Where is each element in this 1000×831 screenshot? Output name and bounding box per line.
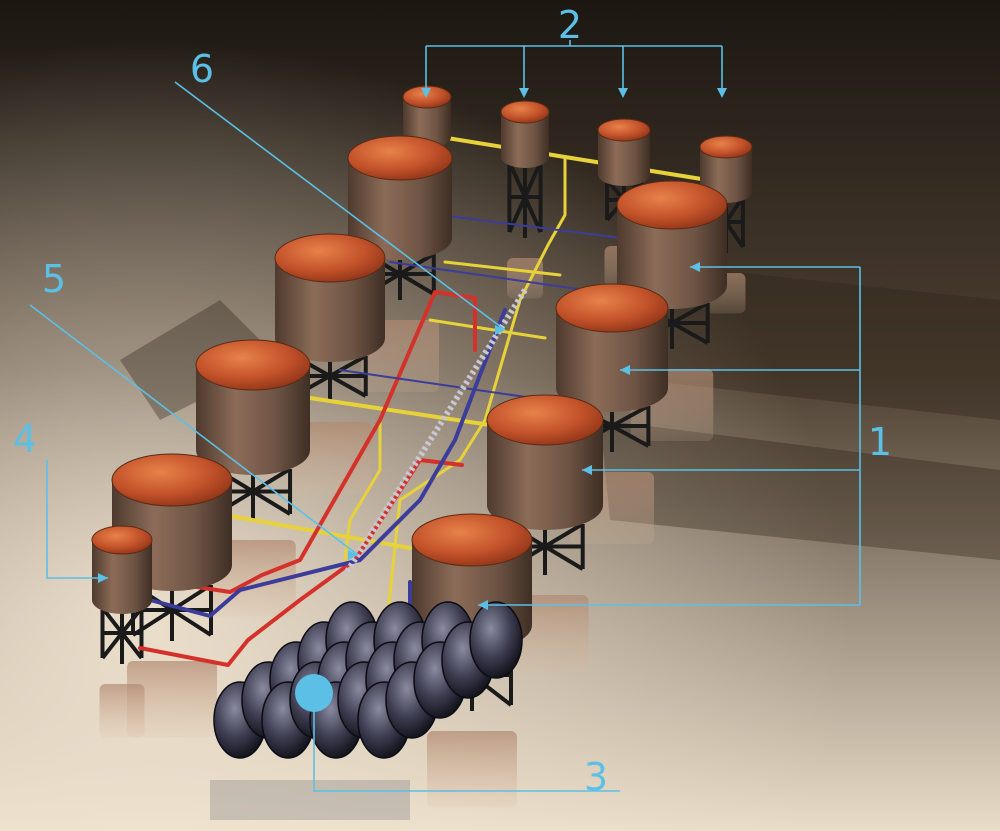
storage-tank-4-lid <box>111 453 233 507</box>
callout-label-4: 4 <box>13 417 37 461</box>
small-tank-1 <box>402 85 452 148</box>
pipe-yellow-main <box>383 156 567 642</box>
callout-1-arrow-1 <box>690 262 700 272</box>
small-tank-3 <box>597 118 651 186</box>
storage-tank-2 <box>274 233 386 362</box>
small-tank-side-frame <box>100 606 144 664</box>
callout-label-3: 3 <box>584 755 608 799</box>
storage-tank-7 <box>486 394 604 530</box>
small-tank-1-body <box>403 97 451 148</box>
storage-tank-8-lid <box>411 513 533 567</box>
pipe-red-1 <box>148 290 477 594</box>
small-tank-2-reflection <box>507 258 543 299</box>
storage-tank-5-body <box>617 205 727 309</box>
storage-tank-4-reflection <box>127 661 217 738</box>
small-tank-1-lid <box>402 85 452 109</box>
storage-tank-7-body <box>487 420 603 530</box>
storage-tank-5-lid <box>616 180 728 230</box>
callout-3-leader <box>313 693 620 792</box>
callout-4-leader <box>46 460 108 579</box>
callout-5-leader <box>29 304 359 556</box>
storage-tank-7-lid <box>486 394 604 446</box>
callout-1-arrow-2 <box>620 365 630 375</box>
callout-label-2: 2 <box>558 3 582 47</box>
storage-tank-5 <box>616 180 728 309</box>
pipe-blue-1 <box>148 308 507 618</box>
callout-2-arrow-2 <box>519 88 529 98</box>
small-tank-side-lid <box>91 525 153 555</box>
callouts: 1 2 3 4 5 6 <box>13 3 892 799</box>
small-tank-2-body <box>501 112 549 168</box>
small-tank-2 <box>500 100 550 168</box>
callout-4-arrow <box>98 573 108 583</box>
callout-1-arrow-3 <box>582 465 592 475</box>
callout-5-arrow <box>348 550 358 560</box>
storage-tank-1-lid <box>347 135 453 181</box>
storage-tank-2-lid <box>274 233 386 283</box>
callout-label-5: 5 <box>42 257 66 301</box>
cable-chain <box>342 288 528 577</box>
callout-2-arrow-4 <box>717 88 727 98</box>
tire-reflection <box>210 780 410 820</box>
storage-tank-6-lid <box>555 283 669 333</box>
storage-tank-1 <box>347 135 453 260</box>
small-tank-side-reflection <box>99 684 145 738</box>
callout-label-6: 6 <box>190 47 214 91</box>
storage-tank-1-body <box>348 158 452 260</box>
small-tank-4-lid <box>699 135 753 159</box>
callout-6-arrow <box>495 325 505 335</box>
small-tank-side <box>91 525 153 614</box>
callout-2-arrow-3 <box>618 88 628 98</box>
tire <box>469 601 523 679</box>
storage-tank-6-body <box>556 308 668 412</box>
small-tank-3-body <box>598 130 650 186</box>
callout-label-1: 1 <box>868 420 892 464</box>
pipe-yellow-cross-4 <box>428 318 547 340</box>
small-tank-2-frame <box>507 161 543 238</box>
storage-tank-2-body <box>275 258 385 362</box>
pipework <box>138 130 722 667</box>
storage-tank-3-body <box>196 365 310 475</box>
storage-tank-3-lid <box>195 339 311 391</box>
pipe-yellow-cross-3 <box>443 260 562 277</box>
callout-6-leader <box>174 81 506 331</box>
pipe-yellow-cross-1 <box>308 396 492 427</box>
callout-1-arrow-4 <box>478 600 488 610</box>
storage-tank-8-reflection <box>427 731 517 808</box>
storage-tank-3 <box>195 339 311 475</box>
storage-tank-6 <box>555 283 669 412</box>
small-tank-side-body <box>92 540 152 614</box>
pipe-yellow-drop <box>343 418 382 562</box>
small-tank-2-lid <box>500 100 550 124</box>
callout-2-arrow-1 <box>421 88 431 98</box>
small-tank-3-lid <box>597 118 651 142</box>
